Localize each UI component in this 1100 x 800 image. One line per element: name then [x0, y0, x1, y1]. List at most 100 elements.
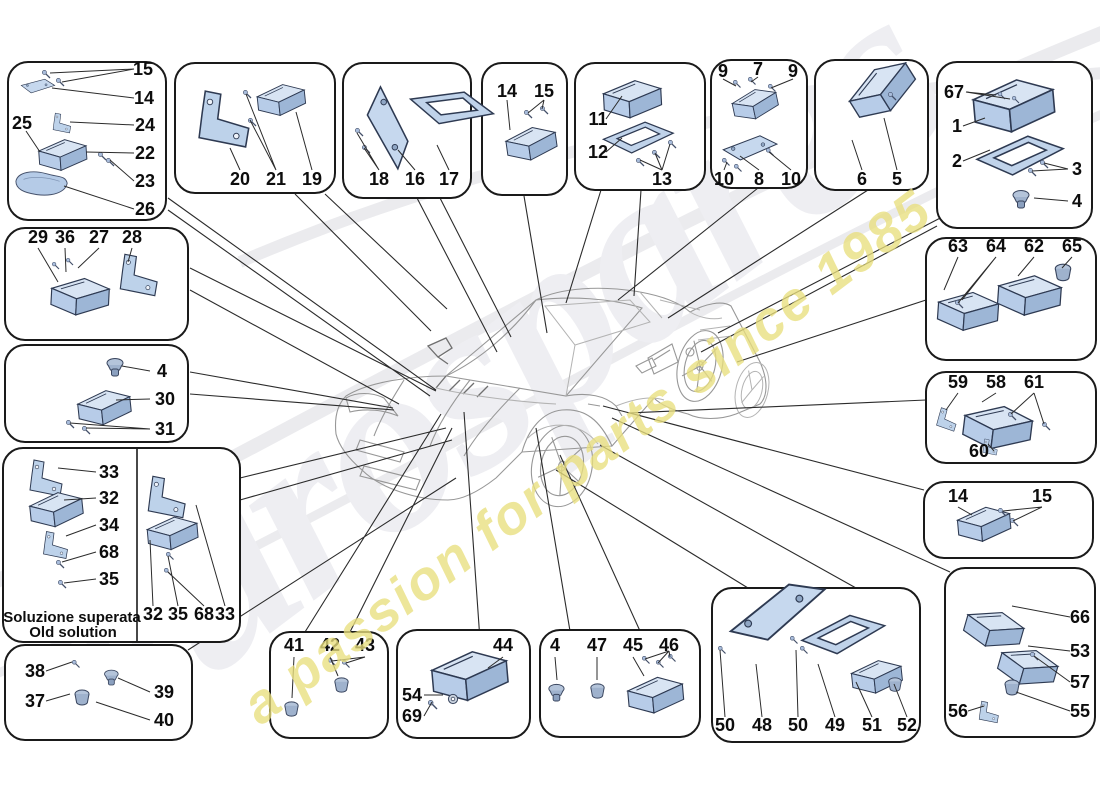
box13-parts	[37, 247, 158, 318]
part-number-label[interactable]: 32	[99, 488, 119, 508]
note-old-solution-english: Old solution	[29, 624, 117, 641]
part-number-label[interactable]: 64	[986, 236, 1006, 256]
part-number-label[interactable]: 57	[1070, 672, 1090, 692]
part-number-label[interactable]: 15	[534, 81, 554, 101]
part-number-label[interactable]: 51	[862, 715, 882, 735]
part-number-label[interactable]: 50	[788, 715, 808, 735]
part-number-label[interactable]: 2	[952, 151, 962, 171]
part-number-label[interactable]: 68	[194, 604, 214, 624]
part-number-label[interactable]: 44	[493, 635, 513, 655]
part-number-label[interactable]: 3	[1072, 159, 1082, 179]
part-number-label[interactable]: 63	[948, 236, 968, 256]
box4-parts	[504, 99, 559, 164]
part-number-label[interactable]: 33	[99, 462, 119, 482]
part-number-label[interactable]: 68	[99, 542, 119, 562]
part-number-label[interactable]: 39	[154, 682, 174, 702]
part-number-label[interactable]: 9	[718, 61, 728, 81]
part-number-label[interactable]: 60	[969, 441, 989, 461]
part-number-label[interactable]: 41	[284, 635, 304, 655]
part-number-label[interactable]: 15	[1032, 486, 1052, 506]
part-number-label[interactable]: 55	[1070, 701, 1090, 721]
part-number-label[interactable]: 42	[320, 635, 340, 655]
box19-parts	[548, 650, 686, 716]
part-number-label[interactable]: 7	[753, 59, 763, 79]
part-number-label[interactable]: 14	[497, 81, 517, 101]
part-number-label[interactable]: 21	[266, 169, 286, 189]
part-number-label[interactable]: 27	[89, 227, 109, 247]
box16-parts	[45, 659, 151, 721]
box8-parts	[962, 76, 1069, 209]
part-number-label[interactable]: 11	[588, 109, 607, 129]
part-number-label[interactable]: 65	[1062, 236, 1082, 256]
part-number-label[interactable]: 61	[1024, 372, 1044, 392]
parts-box-17[interactable]	[269, 631, 389, 739]
box20-parts	[717, 571, 908, 718]
car-illustration	[334, 287, 770, 508]
part-number-label[interactable]: 45	[623, 635, 643, 655]
part-number-label[interactable]: 35	[99, 569, 119, 589]
part-number-label[interactable]: 8	[754, 169, 764, 189]
part-number-label[interactable]: 66	[1070, 607, 1090, 627]
box6-parts	[721, 76, 794, 173]
part-number-label[interactable]: 31	[155, 419, 175, 439]
part-number-label[interactable]: 4	[550, 635, 560, 655]
part-number-label[interactable]: 38	[25, 661, 45, 681]
part-number-label[interactable]: 54	[402, 685, 422, 705]
part-number-label[interactable]: 28	[122, 227, 142, 247]
part-number-label[interactable]: 5	[892, 169, 902, 189]
part-number-label[interactable]: 35	[168, 604, 188, 624]
part-number-label[interactable]: 22	[135, 143, 155, 163]
part-number-label[interactable]: 17	[439, 169, 459, 189]
part-number-label[interactable]: 18	[369, 169, 389, 189]
part-number-label[interactable]: 32	[143, 604, 163, 624]
part-number-label[interactable]: 13	[652, 169, 672, 189]
part-number-label[interactable]: 48	[752, 715, 772, 735]
part-number-label[interactable]: 30	[155, 389, 175, 409]
part-number-label[interactable]: 23	[135, 171, 155, 191]
part-number-label[interactable]: 14	[948, 486, 968, 506]
part-number-label[interactable]: 26	[135, 199, 155, 219]
part-number-label[interactable]: 40	[154, 710, 174, 730]
part-number-label[interactable]: 4	[1072, 191, 1082, 211]
part-number-label[interactable]: 62	[1024, 236, 1044, 256]
part-number-label[interactable]: 53	[1070, 641, 1090, 661]
part-number-label[interactable]: 47	[587, 635, 607, 655]
part-number-label[interactable]: 24	[135, 115, 155, 135]
part-number-label[interactable]: 59	[948, 372, 968, 392]
box10-parts	[935, 392, 1051, 456]
part-number-label[interactable]: 19	[302, 169, 322, 189]
part-number-label[interactable]: 20	[230, 169, 250, 189]
part-number-label[interactable]: 49	[825, 715, 845, 735]
part-number-label[interactable]: 69	[402, 706, 422, 726]
part-number-label[interactable]: 14	[134, 88, 154, 108]
part-number-label[interactable]: 50	[715, 715, 735, 735]
part-number-label[interactable]: 10	[781, 169, 801, 189]
part-number-label[interactable]: 37	[25, 691, 45, 711]
box17-parts	[284, 656, 366, 717]
part-number-label[interactable]: 4	[157, 361, 167, 381]
part-number-label[interactable]: 34	[99, 515, 119, 535]
part-number-label[interactable]: 29	[28, 227, 48, 247]
part-number-label[interactable]: 58	[986, 372, 1006, 392]
part-number-label[interactable]: 6	[857, 169, 867, 189]
box18-parts	[423, 648, 511, 717]
part-number-label[interactable]: 43	[355, 635, 375, 655]
part-number-label[interactable]: 10	[714, 169, 734, 189]
part-number-label[interactable]: 9	[788, 61, 798, 81]
part-number-label[interactable]: 56	[948, 701, 968, 721]
part-number-label[interactable]: 67	[944, 82, 964, 102]
part-number-label[interactable]: 33	[215, 604, 235, 624]
box12-parts	[960, 603, 1071, 724]
parts-box-4[interactable]	[481, 62, 568, 196]
part-number-label[interactable]: 46	[659, 635, 679, 655]
part-number-label[interactable]: 16	[405, 169, 425, 189]
part-number-label[interactable]: 52	[897, 715, 917, 735]
part-number-label[interactable]: 15	[133, 59, 153, 79]
part-number-label[interactable]: 12	[588, 142, 608, 162]
part-number-label[interactable]: 25	[12, 113, 32, 133]
part-number-label[interactable]: 36	[55, 227, 75, 247]
part-number-label[interactable]: 1	[952, 116, 962, 136]
